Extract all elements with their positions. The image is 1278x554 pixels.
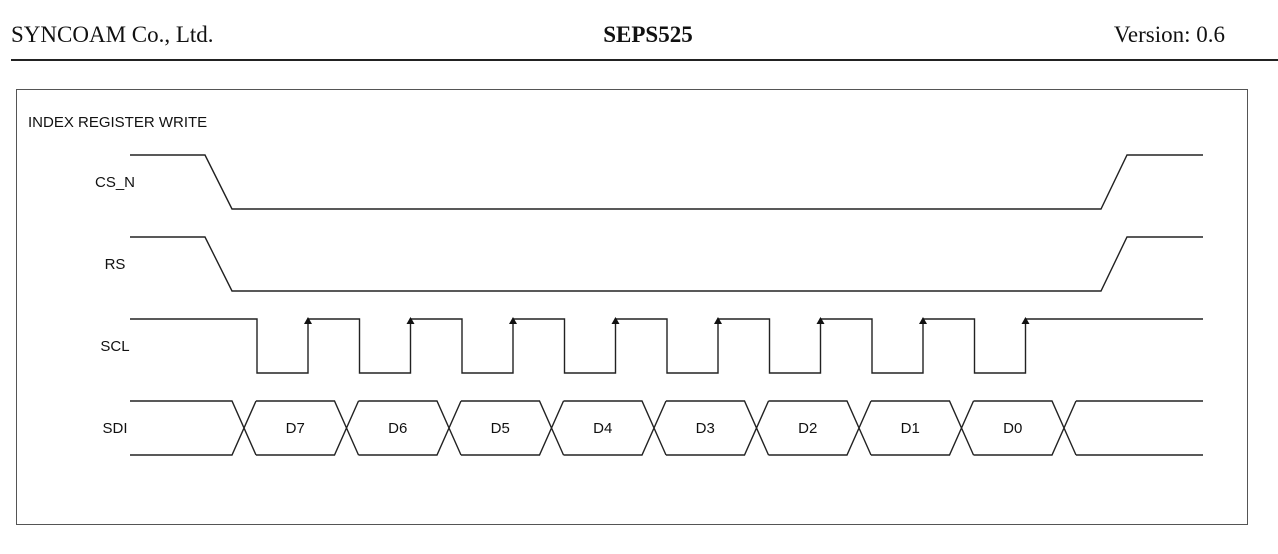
- timing-diagram-frame: [16, 89, 1248, 525]
- rising-edge-arrow-icon: [1021, 317, 1030, 324]
- company-name: SYNCOAM Co., Ltd.: [11, 22, 214, 47]
- signal-label-rs: RS: [105, 256, 126, 273]
- bus-bit-d6: [358, 400, 462, 456]
- bus-idle-start: [130, 400, 257, 456]
- signal-group: CS_N RS SCL SDI D7 D6 D5 D4 D3 D2 D1 D0: [95, 154, 1203, 456]
- document-version: Version: 0.6: [1113, 22, 1225, 47]
- bus-bit-d5: [461, 400, 565, 456]
- bit-label-d2: D2: [798, 420, 817, 437]
- bus-bit-d0: [973, 400, 1077, 456]
- signal-label-cs-n: CS_N: [95, 174, 135, 191]
- waveform-scl: [130, 318, 1203, 374]
- bit-label-d5: D5: [491, 420, 510, 437]
- rising-edge-arrow-icon: [509, 317, 517, 324]
- waveform-rs: [130, 236, 1203, 292]
- rising-edge-arrow-icon: [406, 317, 415, 324]
- waveform-cs-n: [130, 154, 1203, 210]
- bit-label-d3: D3: [696, 420, 715, 437]
- bus-bit-d7: [256, 400, 360, 456]
- rising-edge-arrow-icon: [919, 317, 927, 324]
- bit-label-d0: D0: [1003, 420, 1022, 437]
- part-number: SEPS525: [603, 22, 693, 47]
- rising-edge-arrow-icon: [304, 317, 312, 324]
- bus-idle-end: [1076, 400, 1203, 456]
- bus-bit-d1: [871, 400, 975, 456]
- bit-label-d6: D6: [388, 420, 407, 437]
- bit-label-d4: D4: [593, 420, 612, 437]
- header-divider: [11, 59, 1278, 61]
- bus-bit-d2: [768, 400, 872, 456]
- rising-edge-arrow-icon: [611, 317, 620, 324]
- bit-label-d1: D1: [901, 420, 920, 437]
- bus-bit-d3: [666, 400, 770, 456]
- signal-label-sdi: SDI: [102, 420, 127, 437]
- signal-label-scl: SCL: [100, 338, 129, 355]
- bit-label-d7: D7: [286, 420, 305, 437]
- rising-edge-arrow-icon: [816, 317, 825, 324]
- rising-edge-arrow-icon: [714, 317, 722, 324]
- diagram-title: INDEX REGISTER WRITE: [28, 114, 207, 131]
- bus-bit-d4: [563, 400, 667, 456]
